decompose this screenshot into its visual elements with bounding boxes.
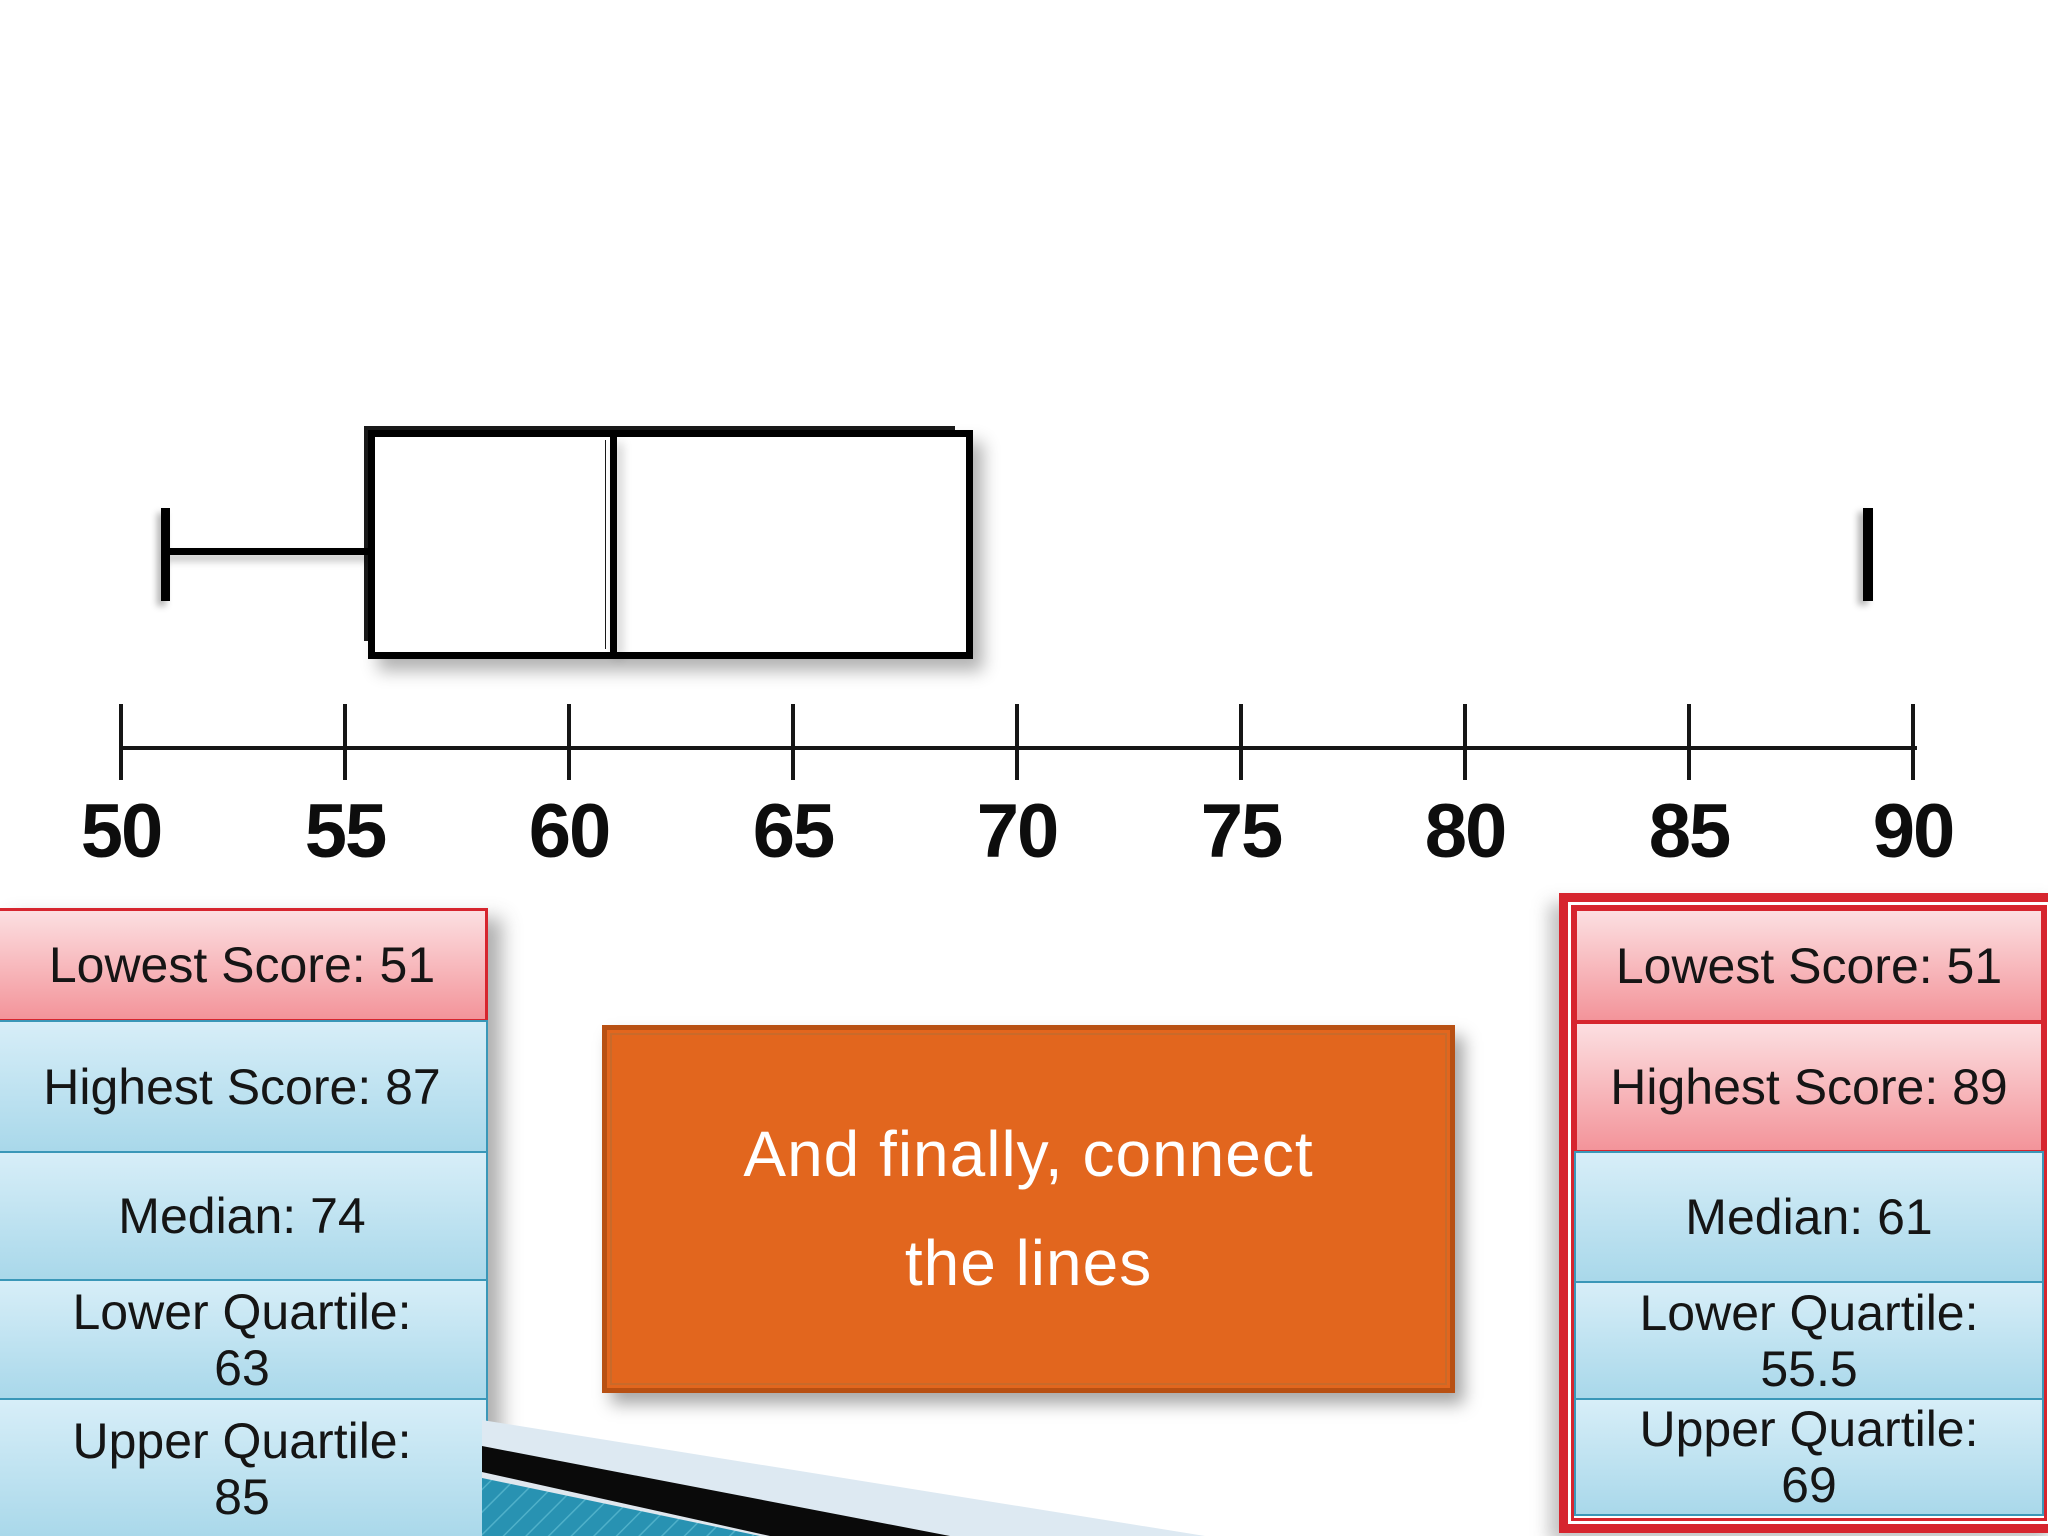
right-stats-panel-inner-frame: Lowest Score: 51 Highest Score: 89 Media… xyxy=(1571,905,2047,1521)
axis-tick-85 xyxy=(1687,704,1691,780)
axis-label-80: 80 xyxy=(1424,789,1508,874)
axis-label-75: 75 xyxy=(1200,789,1284,874)
axis-tick-75 xyxy=(1239,704,1243,780)
callout-inner-border: And finally, connect the lines xyxy=(610,1033,1447,1385)
axis-label-50: 50 xyxy=(80,789,164,874)
left-stat-upper-quartile: Upper Quartile: 85 xyxy=(0,1398,488,1536)
right-stats-panel: Lowest Score: 51 Highest Score: 89 Media… xyxy=(1559,893,2048,1533)
axis-tick-90 xyxy=(1911,704,1915,780)
left-stat-lowest-score: Lowest Score: 51 xyxy=(0,908,488,1022)
left-stat-lower-quartile: Lower Quartile: 63 xyxy=(0,1279,488,1400)
left-stats-panel: Lowest Score: 51 Highest Score: 87 Media… xyxy=(0,908,488,1536)
axis-tick-50 xyxy=(119,704,123,780)
boxplot-min-whisker-cap xyxy=(161,508,170,601)
axis-tick-70 xyxy=(1015,704,1019,780)
axis-label-65: 65 xyxy=(752,789,836,874)
callout-text: And finally, connect the lines xyxy=(743,1118,1314,1299)
corner-diagonal-decoration xyxy=(482,1420,1205,1536)
right-stat-highest-score: Highest Score: 89 xyxy=(1574,1021,2044,1153)
right-stat-median: Median: 61 xyxy=(1574,1151,2044,1283)
left-stat-highest-score: Highest Score: 87 xyxy=(0,1020,488,1153)
axis-label-90: 90 xyxy=(1872,789,1956,874)
axis-label-60: 60 xyxy=(528,789,612,874)
axis-label-55: 55 xyxy=(304,789,388,874)
boxplot-max-tick-unconnected xyxy=(1863,508,1873,601)
axis-tick-60 xyxy=(567,704,571,780)
right-stat-upper-quartile: Upper Quartile: 69 xyxy=(1574,1398,2044,1516)
left-stat-median: Median: 74 xyxy=(0,1151,488,1281)
boxplot-iqr-box xyxy=(368,430,973,659)
teal-corner-wedge xyxy=(482,1478,760,1536)
axis-label-70: 70 xyxy=(976,789,1060,874)
boxplot-lower-whisker-line xyxy=(166,548,370,555)
callout-box: And finally, connect the lines xyxy=(602,1025,1455,1393)
axis-label-85: 85 xyxy=(1648,789,1732,874)
boxplot-median-line xyxy=(610,437,617,652)
right-stat-lowest-score: Lowest Score: 51 xyxy=(1574,908,2044,1023)
axis-tick-65 xyxy=(791,704,795,780)
axis-tick-55 xyxy=(343,704,347,780)
right-stat-lower-quartile: Lower Quartile: 55.5 xyxy=(1574,1281,2044,1400)
axis-tick-80 xyxy=(1463,704,1467,780)
